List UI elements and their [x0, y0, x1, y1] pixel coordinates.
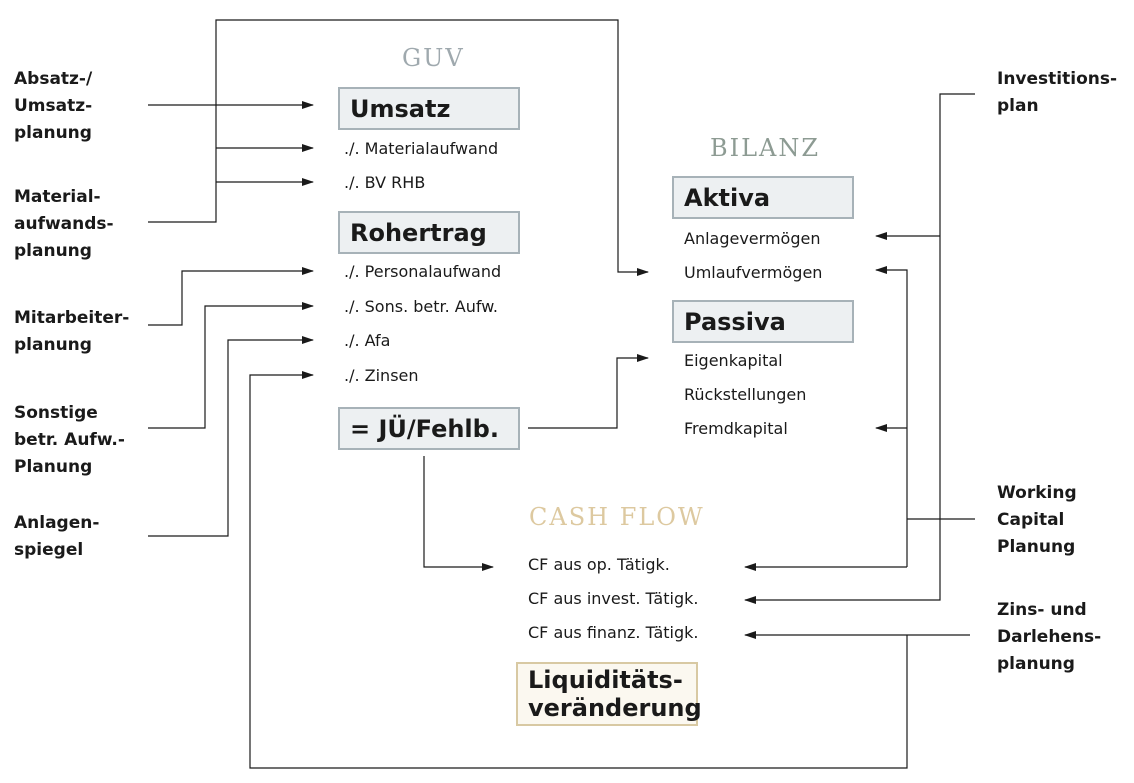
source-materialaufwandsplanung: Material-aufwands-planung [14, 187, 114, 261]
bilanz-passiva-box: Passiva [672, 300, 854, 343]
arrow-ergebnis-cfop [423, 456, 494, 571]
cf-finanz: CF aus finanz. Tätigk. [528, 623, 699, 642]
arrow-ergebnis-eigenkapital [528, 354, 649, 429]
guv-sons-betr-aufw: ./. Sons. betr. Aufw. [344, 297, 498, 316]
source-anlagenspiegel: Anlagen-spiegel [14, 513, 100, 560]
bilanz-aktiva-box: Aktiva [672, 176, 854, 219]
arrow-invest-anlagevermoegen [744, 93, 975, 604]
guv-afa: ./. Afa [344, 331, 391, 350]
arrow-wc-umlauf [875, 266, 908, 567]
bilanz-eigenkapital: Eigenkapital [684, 351, 783, 370]
guv-bv-rhb: ./. BV RHB [344, 173, 426, 192]
cf-liquiditaet-box: Liquiditäts-veränderung [516, 662, 702, 726]
cf-invest: CF aus invest. Tätigk. [528, 589, 699, 608]
arrow-mitarbeiter-personal [148, 267, 314, 326]
arrow-zins-zinsen [249, 371, 908, 769]
guv-umsatz-box: Umsatz [338, 87, 520, 130]
bilanz-anlagevermoegen: Anlagevermögen [684, 229, 821, 248]
guv-zinsen: ./. Zinsen [344, 366, 419, 385]
guv-personalaufwand: ./. Personalaufwand [344, 262, 502, 281]
guv-materialaufwand: ./. Materialaufwand [344, 139, 499, 158]
cashflow-title: CASH FLOW [529, 503, 705, 531]
source-mitarbeiterplanung: Mitarbeiter-planung [14, 308, 130, 355]
guv-rohertrag-box: Rohertrag [338, 211, 520, 254]
guv-ergebnis-box: = JÜ/Fehlb. [338, 407, 520, 450]
bilanz-title: BILANZ [710, 134, 821, 162]
bilanz-fremdkapital: Fremdkapital [684, 419, 788, 438]
arrow-sonstige-sons [148, 302, 314, 429]
source-investitionsplan: Investitions-plan [997, 69, 1118, 116]
guv-title: GUV [402, 44, 465, 72]
cf-operativ: CF aus op. Tätigk. [528, 555, 670, 574]
bilanz-rueckstellungen: Rückstellungen [684, 385, 807, 404]
bilanz-umlaufvermoegen: Umlaufvermögen [684, 263, 823, 282]
line-material-bracket [148, 19, 649, 276]
source-absatzplanung: Absatz-/Umsatz-planung [14, 69, 93, 143]
arrow-anlagen-afa [148, 336, 314, 537]
